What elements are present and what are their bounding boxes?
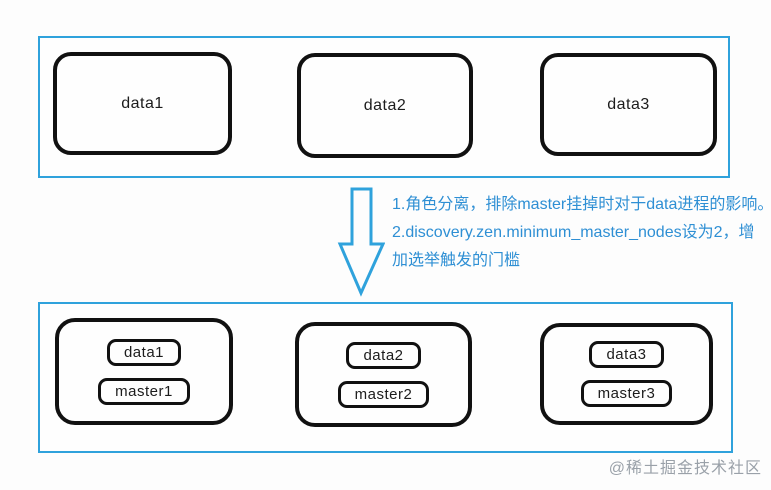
chip-master1: master1 — [98, 377, 190, 405]
top-cluster-box: data1 data2 data3 — [38, 36, 730, 178]
node-label: data3 — [607, 95, 650, 113]
node-data1: data1 — [53, 52, 232, 155]
node-label: data1 — [121, 94, 164, 112]
chip-data1: data1 — [106, 338, 182, 366]
annotation-line-3: 加选举触发的门槛 — [392, 252, 521, 269]
node-label: data2 — [363, 96, 407, 114]
node-server2: data2 master2 — [295, 322, 472, 427]
down-arrow-icon — [337, 185, 386, 297]
watermark: @稀土掘金技术社区 — [608, 460, 762, 477]
bottom-cluster-box: data1 master1 data2 master2 data3 master… — [38, 302, 733, 453]
annotation-line-2: 2.discovery.zen.minimum_master_nodes设为2，… — [392, 224, 755, 241]
node-server3: data3 master3 — [540, 323, 713, 425]
chip-master3: master3 — [580, 380, 673, 407]
node-data3: data3 — [540, 53, 717, 156]
annotation-line-1: 1.角色分离，排除master挂掉时对于data进程的影响。 — [392, 196, 771, 213]
chip-data2: data2 — [346, 341, 421, 369]
node-server1: data1 master1 — [55, 318, 233, 425]
chip-master2: master2 — [337, 380, 430, 408]
chip-data3: data3 — [589, 341, 664, 368]
node-data2: data2 — [297, 53, 473, 158]
annotation-text: 1.角色分离，排除master挂掉时对于data进程的影响。 2.discove… — [392, 191, 771, 275]
